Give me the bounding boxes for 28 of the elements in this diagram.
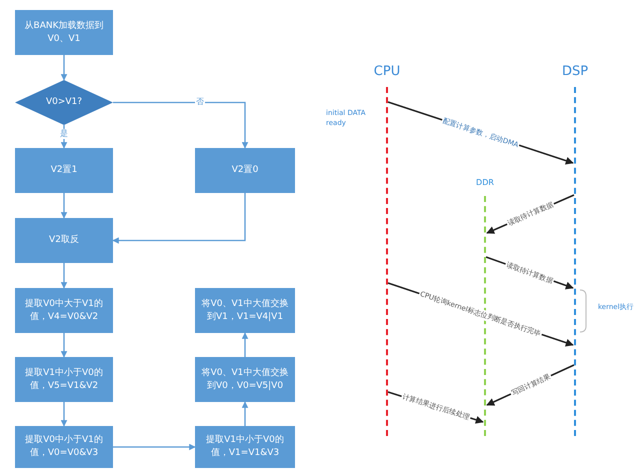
process-box: 从BANK加载数据到 V0、V1 bbox=[15, 10, 113, 55]
process-box: 提取V1中小于V0的值，V1=V1&V3 bbox=[195, 426, 295, 468]
arrow bbox=[242, 332, 248, 357]
process-box: V2取反 bbox=[15, 218, 113, 263]
lifeline-column bbox=[560, 64, 590, 436]
arrow bbox=[60, 402, 68, 427]
arrow bbox=[60, 55, 68, 81]
process-box: 将V0、V1中大值交换到V0，V0=V5|V0 bbox=[195, 357, 295, 402]
arrow bbox=[60, 263, 68, 289]
arrow bbox=[242, 401, 248, 426]
participant-name: DDR bbox=[475, 178, 495, 187]
process-box: 提取V1中小于V0的值，V5=V1&V2 bbox=[15, 357, 113, 402]
arrow bbox=[60, 193, 68, 219]
process-box: 提取V0中大于V1的值，V4=V0&V2 bbox=[15, 288, 113, 333]
process-box: 提取V0中小于V1的值，V0=V0&V3 bbox=[15, 426, 113, 468]
decision-diamond: V0>V1? bbox=[15, 80, 113, 125]
edge-label: 否 bbox=[195, 97, 205, 107]
arrow bbox=[113, 444, 196, 450]
lifeline-column bbox=[372, 64, 402, 436]
process-box: V2置1 bbox=[15, 148, 113, 193]
arrow bbox=[113, 102, 248, 149]
participant-name: DSP bbox=[560, 64, 590, 79]
process-box: 将V0、V1中大值交换到V1，V1=V4|V1 bbox=[195, 288, 295, 333]
edge-label: 是 bbox=[59, 129, 69, 139]
arrow bbox=[112, 193, 246, 244]
arrow bbox=[60, 333, 68, 358]
participant-name: CPU bbox=[372, 64, 402, 79]
process-box: V2置0 bbox=[195, 148, 295, 193]
